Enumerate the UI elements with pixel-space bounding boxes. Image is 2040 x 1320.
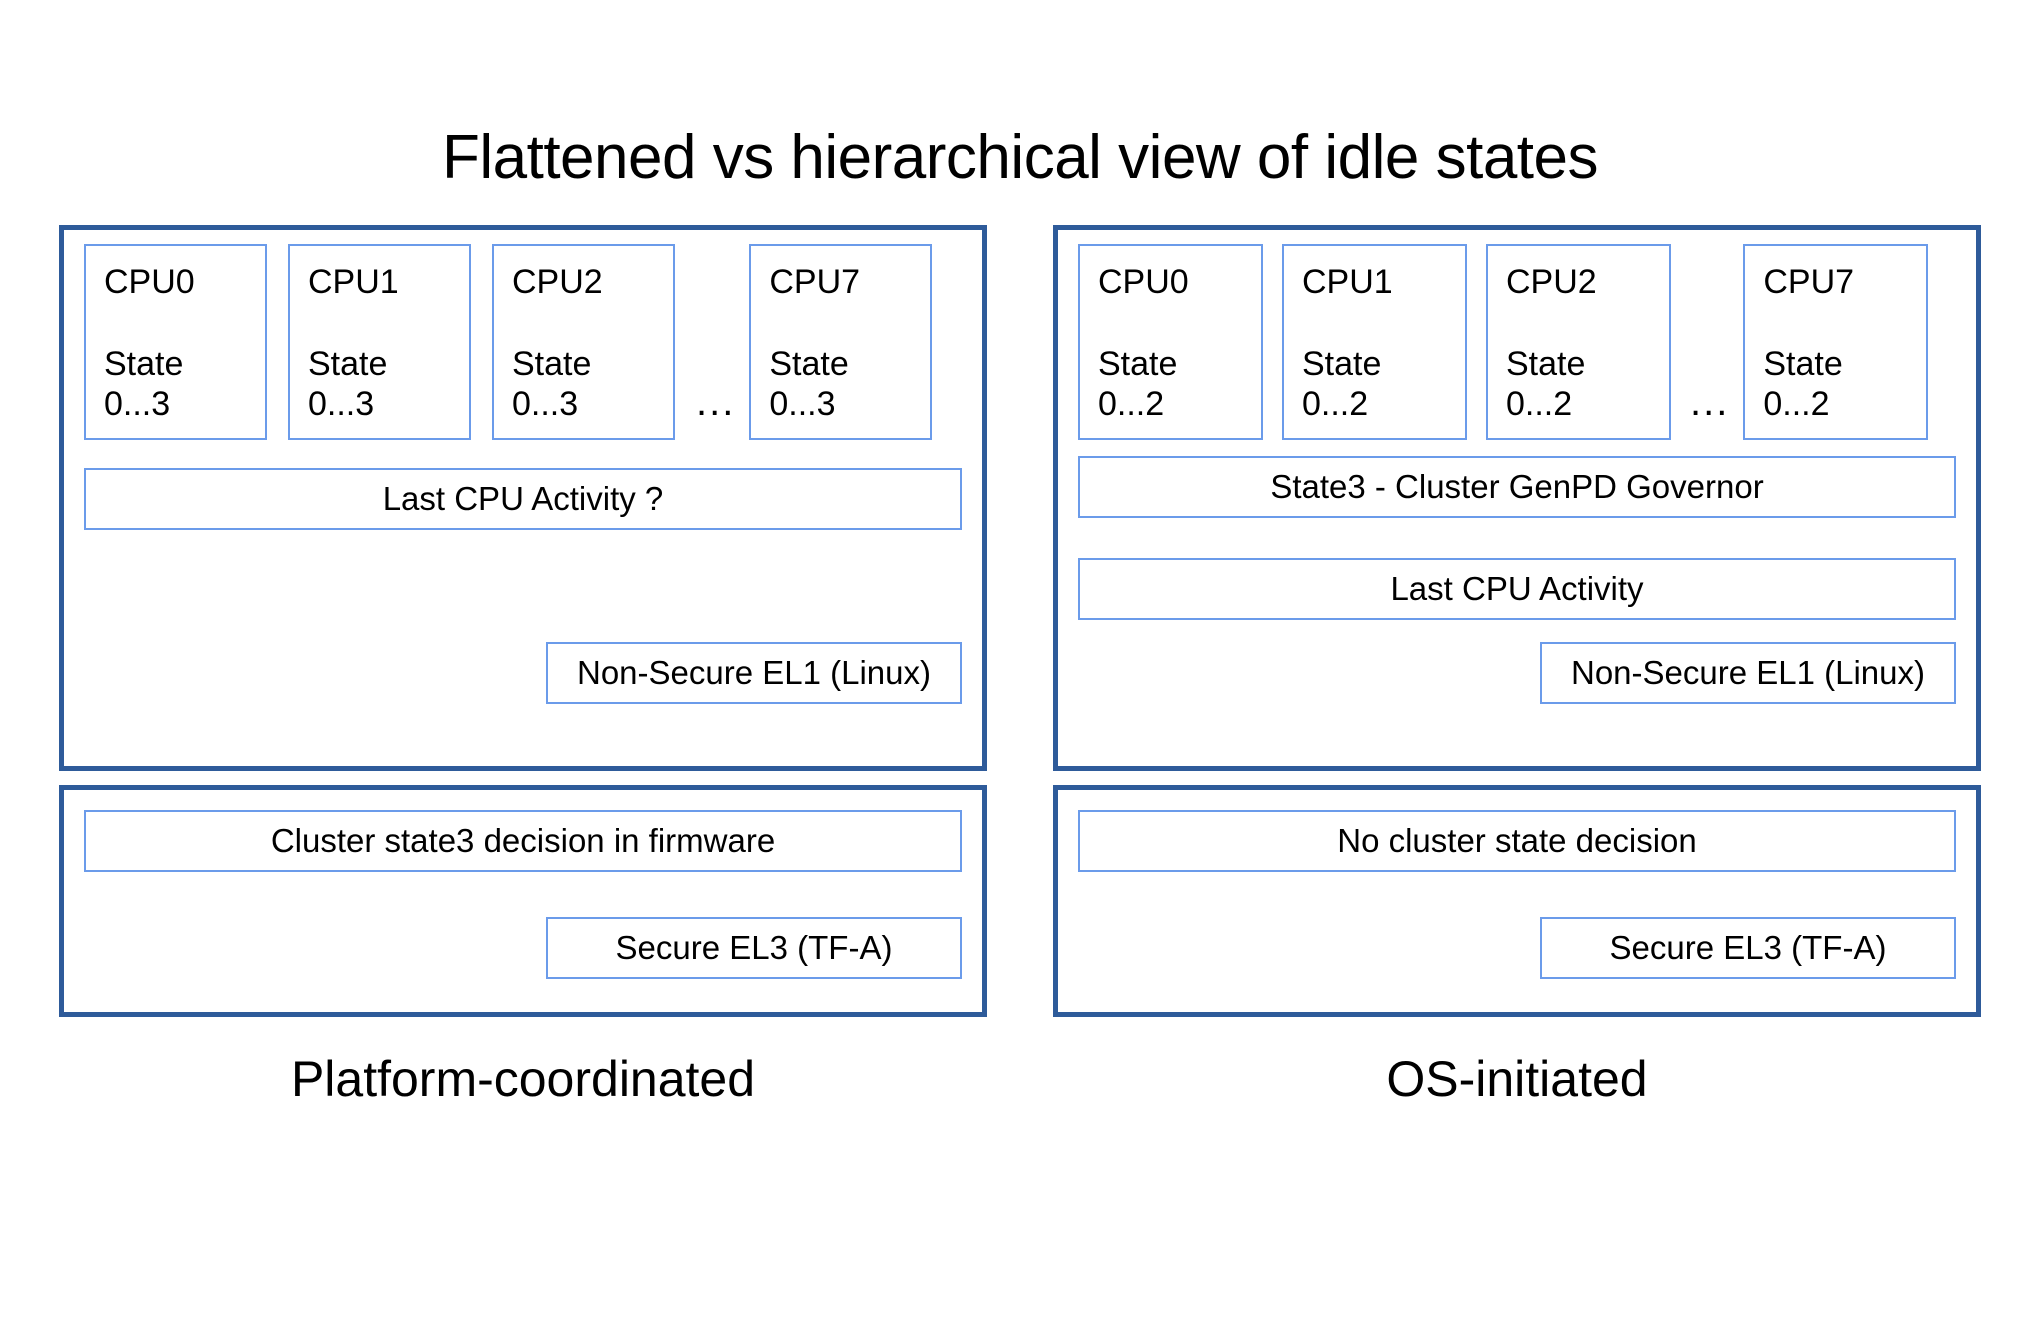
cpu-box-cpu1-left: CPU1 State 0...3 xyxy=(288,244,471,440)
cluster-genpd-governor-bar: State3 - Cluster GenPD Governor xyxy=(1078,456,1956,518)
cpu-state-label: State xyxy=(769,345,849,383)
firmware-panel-left: Cluster state3 decision in firmware Secu… xyxy=(59,785,987,1017)
os-panel-left: CPU0 State 0...3 CPU1 State 0...3 CPU2 xyxy=(59,225,987,771)
column-os-initiated: CPU0 State 0...2 CPU1 State 0...2 CPU2 xyxy=(1053,225,1981,1017)
cpu-state-label: State xyxy=(1506,345,1586,383)
cpu-state-range: 0...3 xyxy=(308,385,375,423)
firmware-panel-right: No cluster state decision Secure EL3 (TF… xyxy=(1053,785,1981,1017)
exception-level-el3-right: Secure EL3 (TF-A) xyxy=(1540,917,1956,979)
cpu-label: CPU0 xyxy=(1098,263,1189,301)
last-cpu-activity-bar-left: Last CPU Activity ? xyxy=(84,468,962,530)
cpu-label: CPU0 xyxy=(104,263,195,301)
cpu-ellipsis-left: ... xyxy=(696,380,736,424)
cpu-state: State 0...3 xyxy=(512,344,591,424)
cpu-state-label: State xyxy=(512,345,592,383)
cpu-row-right: CPU0 State 0...2 CPU1 State 0...2 CPU2 xyxy=(1078,244,1956,444)
cpu-state: State 0...3 xyxy=(308,344,387,424)
cpu-box-cpu2-right: CPU2 State 0...2 xyxy=(1486,244,1671,440)
cpu-state-range: 0...2 xyxy=(1302,385,1369,423)
cpu-state: State 0...3 xyxy=(769,344,848,424)
cpu-state: State 0...2 xyxy=(1506,344,1585,424)
cpu-state-label: State xyxy=(1098,345,1178,383)
caption-platform-coordinated: Platform-coordinated xyxy=(290,1051,756,1107)
cpu-box-cpu1-right: CPU1 State 0...2 xyxy=(1282,244,1467,440)
exception-level-el1-right: Non-Secure EL1 (Linux) xyxy=(1540,642,1956,704)
os-panel-right: CPU0 State 0...2 CPU1 State 0...2 CPU2 xyxy=(1053,225,1981,771)
cpu-label: CPU1 xyxy=(308,263,399,301)
cpu-box-cpu0-left: CPU0 State 0...3 xyxy=(84,244,267,440)
page-title: Flattened vs hierarchical view of idle s… xyxy=(441,123,1599,192)
cluster-decision-bar-right: No cluster state decision xyxy=(1078,810,1956,872)
cpu-state-range: 0...2 xyxy=(1098,385,1165,423)
cpu-box-cpu7-left: CPU7 State 0...3 xyxy=(749,244,933,440)
cpu-label: CPU1 xyxy=(1302,263,1393,301)
cpu-label: CPU2 xyxy=(1506,263,1597,301)
cpu-state-range: 0...2 xyxy=(1763,385,1830,423)
cpu-row-left: CPU0 State 0...3 CPU1 State 0...3 CPU2 xyxy=(84,244,962,444)
last-cpu-activity-bar-right: Last CPU Activity xyxy=(1078,558,1956,620)
cpu-state-label: State xyxy=(1763,345,1843,383)
cpu-state-range: 0...3 xyxy=(104,385,171,423)
column-platform-coordinated: CPU0 State 0...3 CPU1 State 0...3 CPU2 xyxy=(59,225,987,1017)
cpu-state: State 0...2 xyxy=(1302,344,1381,424)
cpu-box-cpu2-left: CPU2 State 0...3 xyxy=(492,244,675,440)
cpu-label: CPU2 xyxy=(512,263,603,301)
cpu-state-range: 0...3 xyxy=(769,385,836,423)
cpu-state-label: State xyxy=(104,345,184,383)
cpu-state-label: State xyxy=(308,345,388,383)
cpu-state: State 0...2 xyxy=(1763,344,1842,424)
caption-os-initiated: OS-initiated xyxy=(1386,1051,1648,1107)
cpu-state-range: 0...2 xyxy=(1506,385,1573,423)
cpu-state-range: 0...3 xyxy=(512,385,579,423)
cpu-label: CPU7 xyxy=(769,263,861,301)
cluster-decision-bar-left: Cluster state3 decision in firmware xyxy=(84,810,962,872)
cpu-ellipsis-right: ... xyxy=(1690,380,1730,424)
cpu-box-cpu0-right: CPU0 State 0...2 xyxy=(1078,244,1263,440)
cpu-state: State 0...3 xyxy=(104,344,183,424)
exception-level-el3-left: Secure EL3 (TF-A) xyxy=(546,917,962,979)
cpu-state: State 0...2 xyxy=(1098,344,1177,424)
cpu-label: CPU7 xyxy=(1763,263,1855,301)
cpu-box-cpu7-right: CPU7 State 0...2 xyxy=(1743,244,1929,440)
exception-level-el1-left: Non-Secure EL1 (Linux) xyxy=(546,642,962,704)
cpu-state-label: State xyxy=(1302,345,1382,383)
